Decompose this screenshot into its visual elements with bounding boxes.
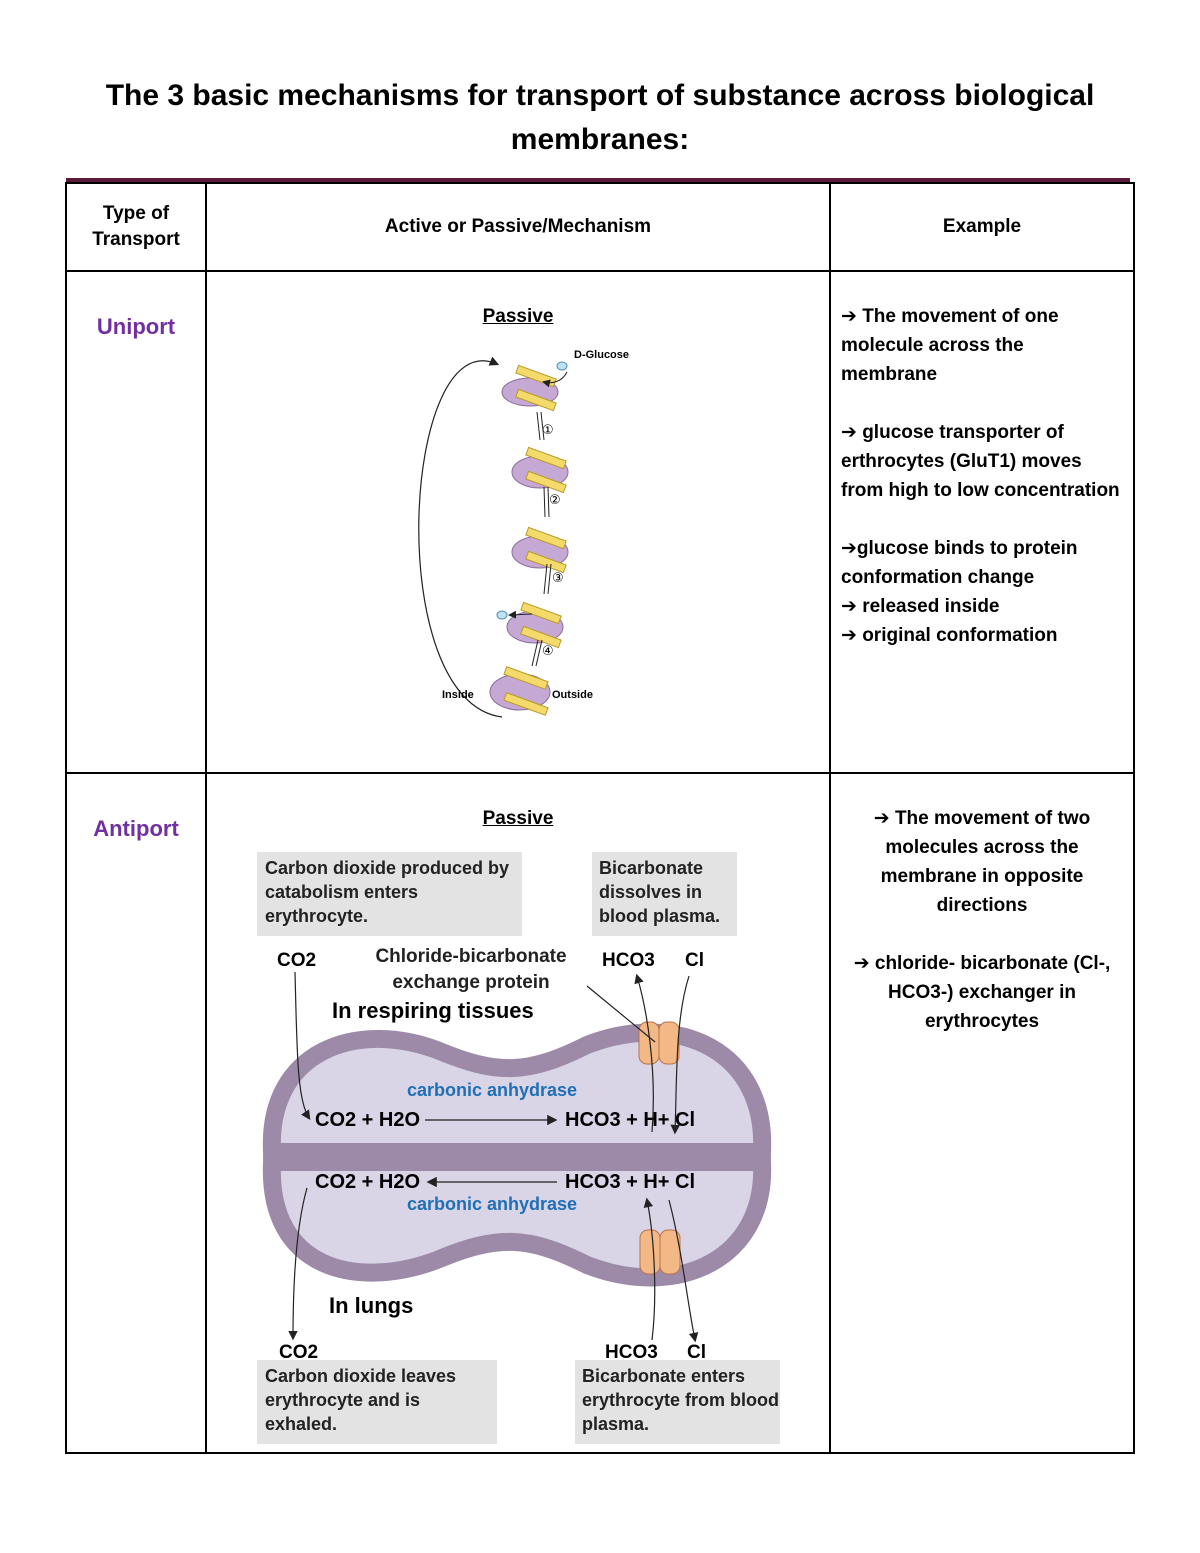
co2-top-label: CO2 bbox=[277, 950, 316, 971]
hco3-bottom-label: HCO3 bbox=[605, 1342, 658, 1363]
transport-table: Type of Transport Active or Passive/Mech… bbox=[65, 182, 1135, 1454]
erythrocyte-top bbox=[262, 1023, 772, 1161]
example-uniport-1: ➔ The movement of one molecule across th… bbox=[841, 306, 1059, 385]
reaction-bottom-left: CO2 + H2O bbox=[315, 1171, 420, 1193]
step-4: ④ bbox=[542, 644, 554, 659]
table-header-row: Type of Transport Active or Passive/Mech… bbox=[65, 182, 1135, 272]
cycle-arrow bbox=[418, 356, 503, 718]
reaction-top-right: HCO3 + H+ Cl bbox=[565, 1109, 695, 1131]
step-2: ② bbox=[549, 493, 561, 508]
anhydrase-top-label: carbonic anhydrase bbox=[407, 1080, 577, 1100]
transporter-states bbox=[489, 364, 569, 716]
example-uniport-2: ➔ glucose transporter of erthrocytes (Gl… bbox=[841, 422, 1120, 501]
hco3-top-label: HCO3 bbox=[602, 950, 655, 971]
table-row-antiport: Antiport Passive Carbon dioxide produced… bbox=[65, 772, 1135, 1454]
page-title: The 3 basic mechanisms for transport of … bbox=[105, 79, 1095, 156]
header-type: Type of Transport bbox=[65, 182, 207, 272]
exchanger-protein-bottom bbox=[639, 1229, 681, 1275]
example-antiport-1: ➔ The movement of two molecules across t… bbox=[873, 808, 1091, 916]
title-rule bbox=[66, 178, 1130, 182]
table-row-uniport: Uniport Passive bbox=[65, 270, 1135, 774]
uniport-glut1-figure: D-Glucose Inside Outside ① ② ③ ④ bbox=[418, 349, 629, 718]
header-mechanism: Active or Passive/Mechanism bbox=[205, 182, 831, 272]
note-co2-leaves: Carbon dioxide leaves erythrocyte and is… bbox=[265, 1366, 457, 1434]
reaction-top-left: CO2 + H2O bbox=[315, 1109, 420, 1131]
d-glucose-label: D-Glucose bbox=[574, 349, 629, 361]
example-uniport-3: ➔glucose binds to protein conformation c… bbox=[841, 538, 1078, 588]
example-uniport-5: ➔ original conformation bbox=[841, 625, 1058, 646]
step-3: ③ bbox=[552, 571, 564, 586]
anhydrase-bottom-label: carbonic anhydrase bbox=[407, 1194, 577, 1214]
lungs-label: In lungs bbox=[329, 1293, 413, 1318]
example-uniport-4: ➔ released inside bbox=[841, 596, 1000, 617]
exchanger-protein-top bbox=[638, 1021, 680, 1065]
example-antiport-2: ➔ chloride- bicarbonate (Cl-, HCO3-) exc… bbox=[853, 953, 1111, 1032]
example-antiport: ➔ The movement of two molecules across t… bbox=[831, 774, 1133, 1036]
type-label-uniport: Uniport bbox=[96, 314, 176, 339]
note-bicarb-dissolves: Bicarbonate dissolves in blood plasma. bbox=[599, 858, 721, 926]
glucose-molecule-outside bbox=[556, 361, 568, 371]
header-example: Example bbox=[829, 182, 1135, 272]
cl-top-label: Cl bbox=[685, 950, 704, 971]
note-bicarb-enters: Bicarbonate enters erythrocyte from bloo… bbox=[582, 1366, 780, 1434]
mechanism-label-uniport: Passive bbox=[482, 306, 554, 327]
glucose-molecule-inside bbox=[496, 610, 508, 620]
inside-label: Inside bbox=[442, 689, 474, 701]
cl-bottom-label: Cl bbox=[687, 1342, 706, 1363]
note-co2-enters: Carbon dioxide produced by catabolism en… bbox=[265, 858, 510, 926]
step-1: ① bbox=[542, 423, 554, 438]
exchanger-label: Chloride-bicarbonate exchange protein bbox=[375, 946, 567, 993]
antiport-exchanger-figure: Carbon dioxide produced by catabolism en… bbox=[257, 852, 780, 1444]
type-label-antiport: Antiport bbox=[93, 816, 179, 841]
outside-label: Outside bbox=[552, 689, 593, 701]
respiring-label: In respiring tissues bbox=[332, 998, 534, 1023]
reaction-bottom-right: HCO3 + H+ Cl bbox=[565, 1171, 695, 1193]
mechanism-label-antiport: Passive bbox=[482, 808, 554, 829]
co2-bottom-label: CO2 bbox=[279, 1342, 318, 1363]
example-uniport: ➔ The movement of one molecule across th… bbox=[831, 272, 1133, 650]
